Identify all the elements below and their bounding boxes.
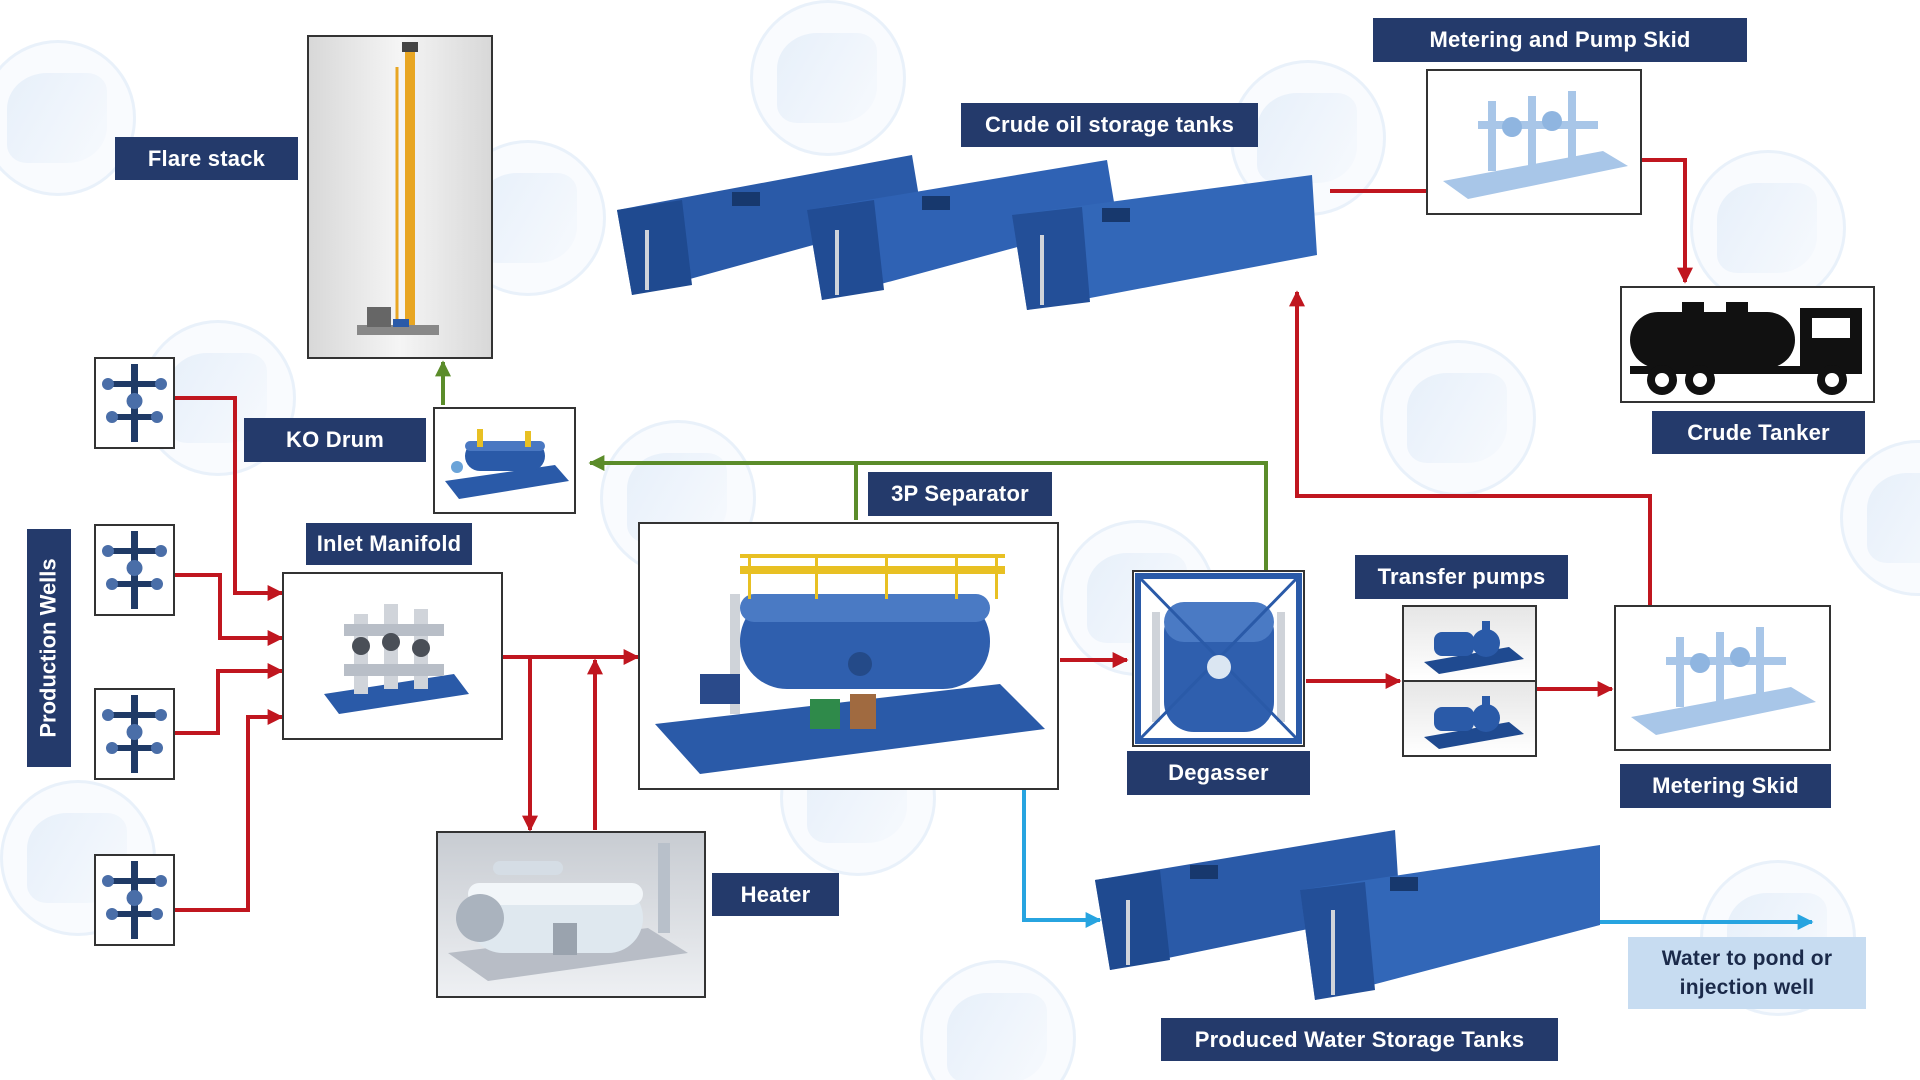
watermark-logo bbox=[0, 40, 136, 196]
well4-to-manifold-line bbox=[175, 709, 284, 912]
heater-image[interactable] bbox=[436, 831, 706, 998]
three-phase-separator-image[interactable] bbox=[638, 522, 1059, 790]
metering-skid-icon bbox=[1443, 91, 1628, 199]
well2-to-manifold-line bbox=[175, 573, 284, 646]
crude-tanker-label: Crude Tanker bbox=[1652, 411, 1865, 454]
degasser-image[interactable] bbox=[1132, 570, 1305, 747]
storage-tank-icon bbox=[1095, 830, 1600, 1000]
metering-to-tanks-line bbox=[1289, 290, 1652, 606]
water-outlet-text-line2: injection well bbox=[1679, 976, 1815, 999]
production-wells-label: Production Wells bbox=[27, 529, 71, 767]
watermark-logo bbox=[750, 0, 906, 156]
pump-icon bbox=[1424, 621, 1524, 674]
transfer-pump-1[interactable] bbox=[1402, 605, 1537, 682]
pump-icon bbox=[1424, 696, 1524, 749]
produced-water-tanks-label: Produced Water Storage Tanks bbox=[1161, 1018, 1558, 1061]
wellhead-icon bbox=[102, 531, 167, 609]
water-outlet-label: Water to pond or injection well bbox=[1628, 937, 1866, 1009]
crude-oil-tanks-label: Crude oil storage tanks bbox=[961, 103, 1258, 147]
degasser-label: Degasser bbox=[1127, 751, 1310, 795]
separator-water-line bbox=[1022, 790, 1102, 928]
inlet-manifold-label: Inlet Manifold bbox=[306, 523, 472, 565]
metering-skid-label: Metering Skid bbox=[1620, 764, 1831, 808]
production-well-1[interactable] bbox=[94, 357, 175, 449]
ko-drum-icon bbox=[445, 429, 569, 499]
heater-label: Heater bbox=[712, 873, 839, 916]
ko-drum-label: KO Drum bbox=[244, 418, 426, 462]
crude-tanker-image[interactable] bbox=[1620, 286, 1875, 403]
inlet-manifold-image[interactable] bbox=[282, 572, 503, 740]
metering-pump-skid-label: Metering and Pump Skid bbox=[1373, 18, 1747, 62]
metering-pump-skid-image[interactable] bbox=[1426, 69, 1642, 215]
flare-stack-image[interactable] bbox=[307, 35, 493, 359]
flare-stack-label: Flare stack bbox=[115, 137, 298, 180]
production-well-2[interactable] bbox=[94, 524, 175, 616]
watermark-logo bbox=[1380, 340, 1536, 496]
separator-icon bbox=[655, 554, 1045, 774]
manifold-icon bbox=[324, 604, 469, 714]
crude-oil-storage-tanks[interactable] bbox=[612, 150, 1332, 350]
production-well-4[interactable] bbox=[94, 854, 175, 946]
well1-to-manifold-line bbox=[175, 396, 284, 601]
wellhead-icon bbox=[102, 364, 167, 442]
transfer-pump-2[interactable] bbox=[1402, 680, 1537, 757]
metering-skid-image[interactable] bbox=[1614, 605, 1831, 751]
flare-stack-icon bbox=[357, 42, 439, 335]
separator-label: 3P Separator bbox=[868, 472, 1052, 516]
production-wells-text: Production Wells bbox=[36, 558, 61, 738]
wellhead-icon bbox=[102, 695, 167, 773]
watermark-logo bbox=[1690, 150, 1846, 306]
metering-skid-icon bbox=[1631, 627, 1816, 735]
production-well-3[interactable] bbox=[94, 688, 175, 780]
pump-skid-to-tanker-line bbox=[1642, 158, 1693, 284]
transfer-pumps-label: Transfer pumps bbox=[1355, 555, 1568, 599]
heater-icon bbox=[448, 843, 688, 981]
degasser-gas-line bbox=[588, 455, 1268, 570]
storage-tank-icon bbox=[617, 155, 1317, 310]
water-outlet-text-line1: Water to pond or bbox=[1661, 947, 1833, 970]
wellhead-icon bbox=[102, 861, 167, 939]
tanker-truck-icon bbox=[1630, 302, 1862, 395]
well3-to-manifold-line bbox=[175, 663, 284, 735]
ko-drum-image[interactable] bbox=[433, 407, 576, 514]
watermark-logo bbox=[920, 960, 1076, 1080]
degasser-icon bbox=[1135, 573, 1302, 744]
produced-water-storage-tanks[interactable] bbox=[1090, 825, 1605, 1015]
